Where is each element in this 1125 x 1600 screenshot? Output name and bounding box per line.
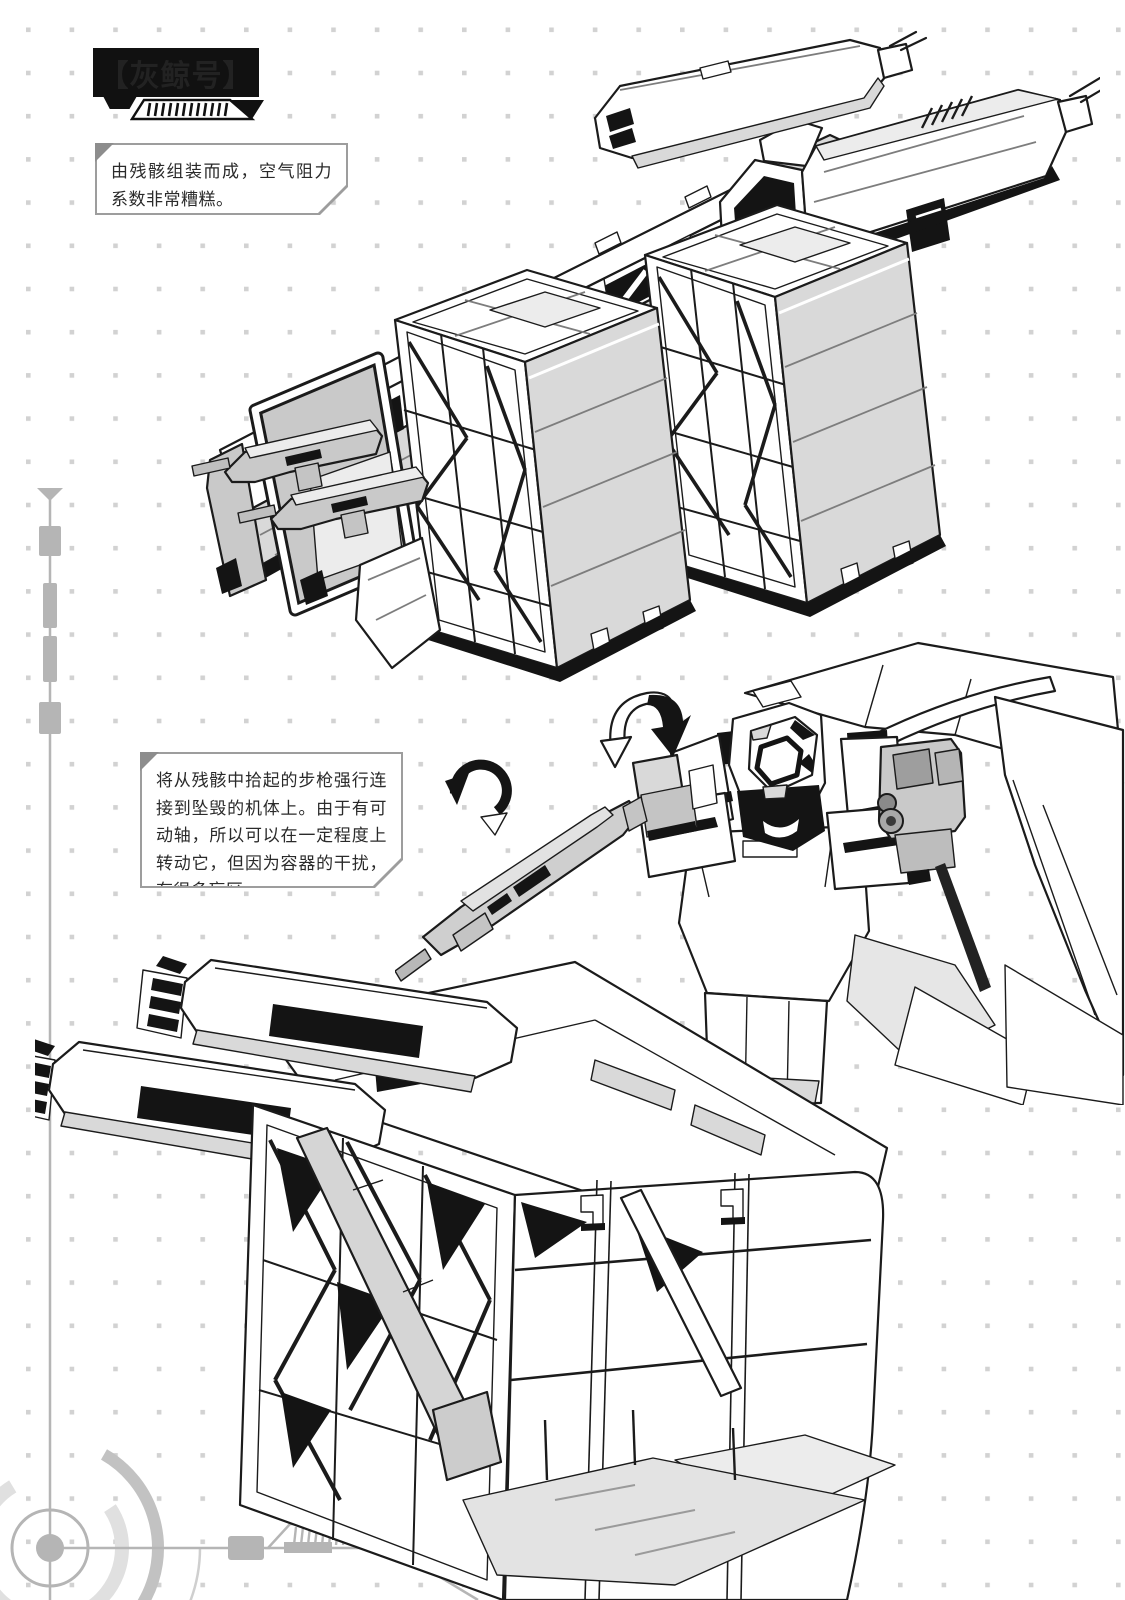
hex-visor <box>754 735 804 787</box>
salvaged-rifle <box>191 419 384 492</box>
underside-base-plates <box>462 1409 896 1586</box>
page-title: 【灰鲸号】 <box>93 48 259 97</box>
mounted-rifle <box>395 796 648 982</box>
callout-top: 由残骸组装而成，空气阻力系数非常糟糕。 <box>95 143 348 215</box>
rear-nacelle <box>136 956 519 1093</box>
callout-top-text: 由残骸组装而成，空气阻力系数非常糟糕。 <box>111 162 332 209</box>
container-floor <box>846 934 1124 1105</box>
callout-middle-text: 将从残骸中拾起的步枪强行连接到坠毁的机体上。由于有可动轴，所以可以在一定程度上转… <box>156 771 387 873</box>
shoulder-weapon-cluster <box>877 737 991 992</box>
figure-mecha-bust <box>395 641 1125 1105</box>
rotation-arrow-down-icon <box>599 691 691 769</box>
title-underline-ornament <box>130 98 264 121</box>
callout-middle: 将从残骸中拾起的步枪强行连接到坠毁的机体上。由于有可动轴，所以可以在一定程度上转… <box>140 752 403 888</box>
title-tail-ornament <box>103 96 137 109</box>
figure-gray-whale-craft <box>191 30 1100 684</box>
mecha-head <box>727 701 827 851</box>
page-title-text: 【灰鲸号】 <box>98 59 254 93</box>
diagonal-strut <box>295 1126 743 1482</box>
figure-craft-rear-view <box>35 956 896 1600</box>
engine-nacelle-rear <box>593 30 928 169</box>
callout-fold-corner <box>95 143 114 162</box>
callout-fold-corner <box>140 752 159 771</box>
arm-joint <box>631 753 718 841</box>
rotation-arrow-circular-icon <box>445 759 512 837</box>
truss-side-wall <box>238 1103 517 1600</box>
